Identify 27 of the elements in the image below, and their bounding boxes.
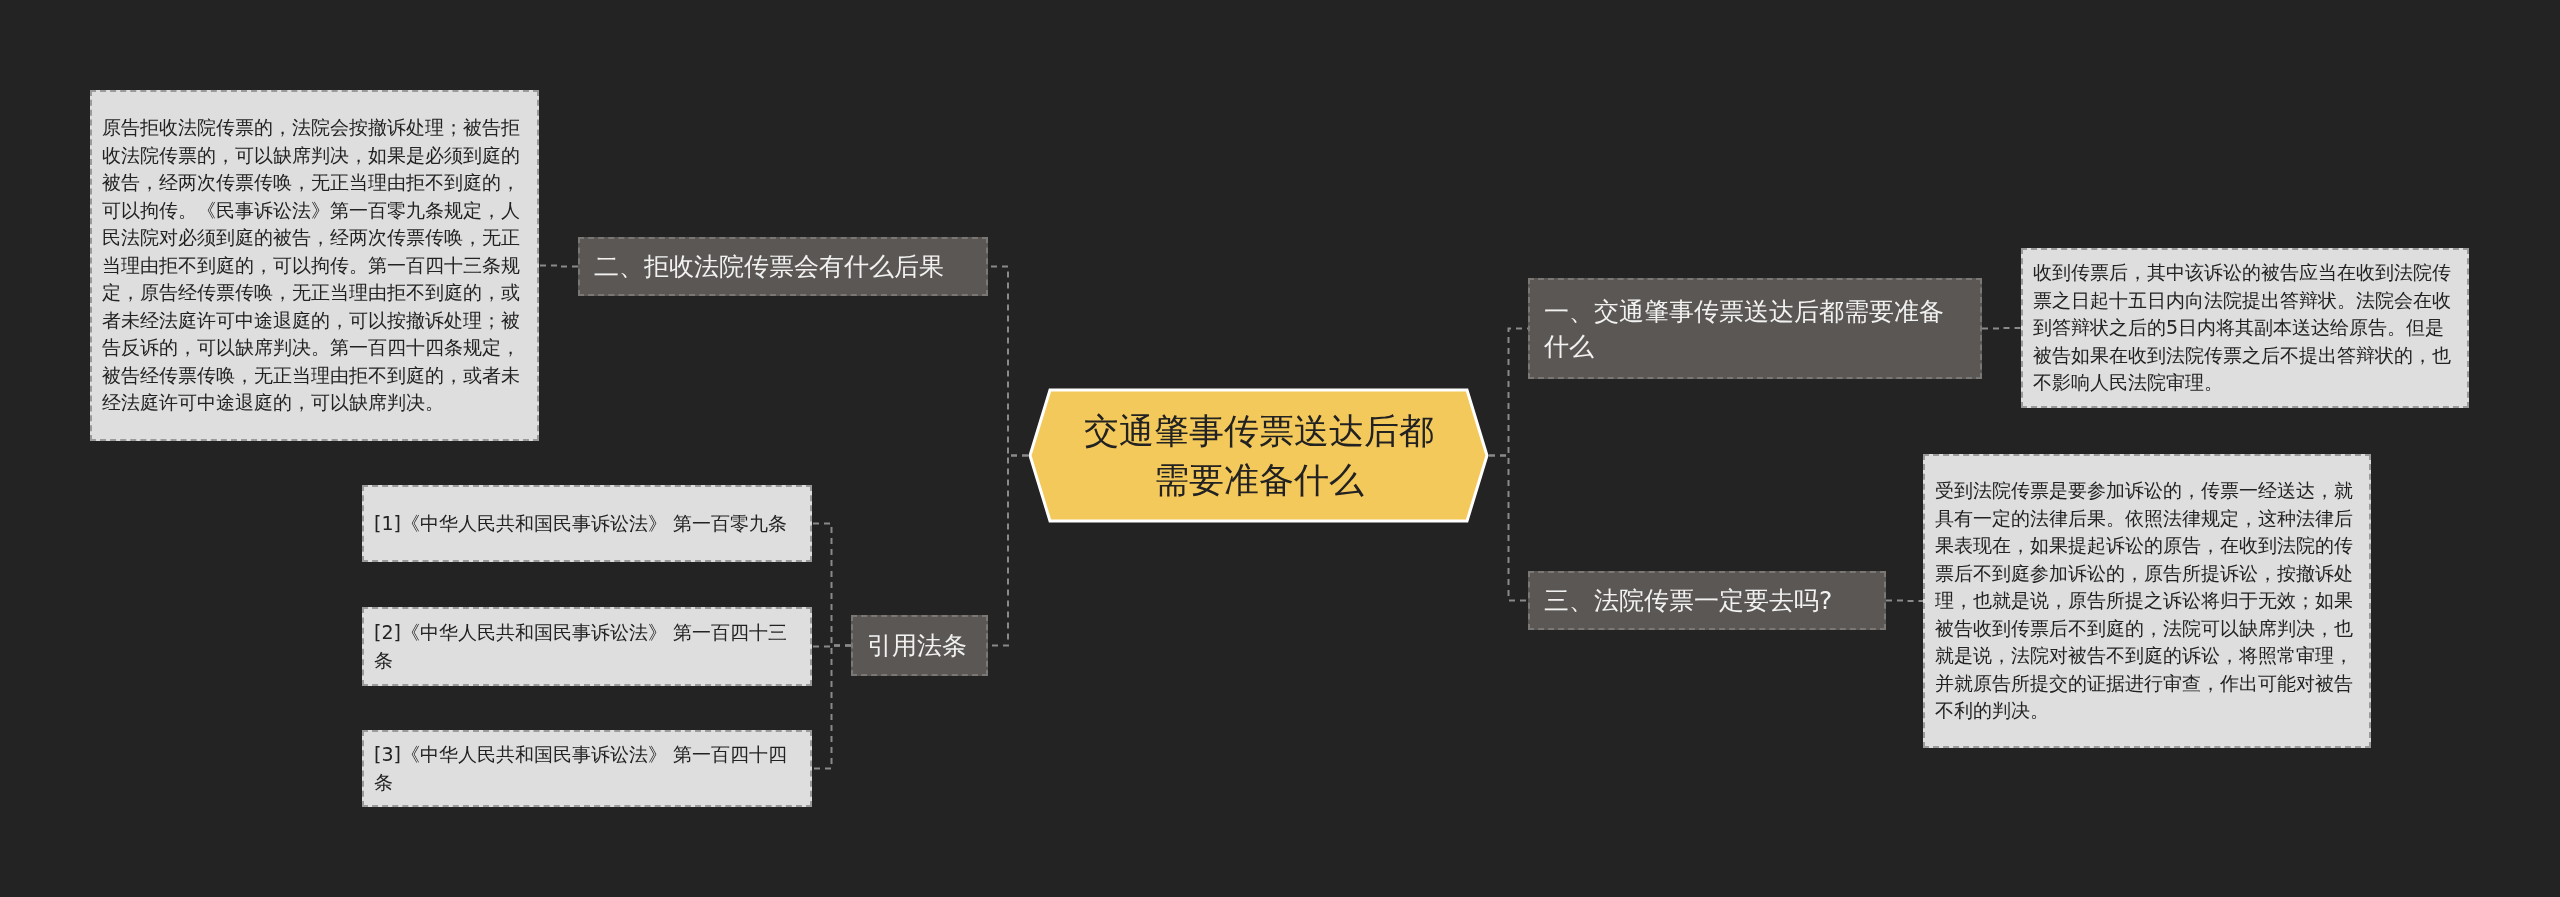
note-text: 原告拒收法院传票的，法院会按撤诉处理；被告拒收法院传票的，可以缺席判决，如果是必须到庭的被告，经两次传票传唤，无正当理由拒不到庭的，可以拘传。《民事诉讼法》第一百零九条规定，人民法院对必须到庭的被告，经两次传票传唤，无正当理由拒不到庭的，可以拘传。第一百四十三条规定，原告经传票传唤，无正当理由拒不到庭的，或者未经法庭许可中途退庭的，可以按撤诉处理；被告反诉的，可以缺席判决。第一百四十四条规定，被告经传票传唤，无正当理由拒不到庭的，或者未经法庭许可中途退庭的，可以缺席判决。 — [102, 115, 521, 416]
note-text: 收到传票后，其中该诉讼的被告应当在收到法院传票之日起十五日内向法院提出答辩状。法院会在收到答辩状之后的5日内将其副本送达给原告。但是被告如果在收到法院传票之后不提出答辩状的，也不影响人民法院审理。 — [2033, 260, 2452, 396]
connector-line — [1981, 327, 2022, 330]
connector-line — [538, 264, 579, 268]
note-box — [2021, 248, 2469, 408]
topic-box — [1528, 278, 1982, 379]
connector-line — [1488, 454, 1529, 602]
note-text: [3]《中华人民共和国民事诉讼法》 第一百四十四条 — [374, 741, 788, 795]
note-text: 受到法院传票是要参加诉讼的，传票一经送达，就具有一定的法律后果。依照法律规定，这种法律后果表现在，如果提起诉讼的原告，在收到法院的传票后不到庭参加诉讼的，原告所提诉讼，按撤诉处理，也就是说，原告所提之诉讼将归于无效；如果被告收到传票后不到庭的，法院可以缺席判决，也就是说，法院对被告不到庭的诉讼，将照常审理，并就原告所提交的证据进行审查，作出可能对被告不利的判决。 — [1935, 478, 2354, 724]
topic-box — [851, 615, 988, 676]
note-text: [1]《中华人民共和国民事诉讼法》 第一百零九条 — [374, 510, 787, 536]
topic-text: 二、拒收法院传票会有什么后果 — [594, 251, 944, 283]
topic-box — [578, 237, 988, 296]
topic-text: 引用法条 — [867, 630, 967, 662]
topic-text: 三、法院传票一定要去吗? — [1544, 585, 1833, 617]
note-box — [1923, 454, 2371, 748]
note-box — [362, 485, 812, 562]
topic-box — [1528, 571, 1886, 630]
topic-hexagon — [1028, 388, 1489, 523]
note-box — [362, 607, 812, 686]
note-text: [2]《中华人民共和国民事诉讼法》 第一百四十三条 — [374, 619, 788, 673]
note-box — [362, 730, 812, 807]
topic-text: 一、交通肇事传票送达后都需要准备什么 — [1544, 295, 1945, 363]
topic-text: 交通肇事传票送达后都需要准备什么 — [1082, 409, 1435, 502]
connector-line — [1885, 599, 1924, 602]
note-box — [90, 90, 539, 441]
connector-line — [811, 644, 852, 770]
